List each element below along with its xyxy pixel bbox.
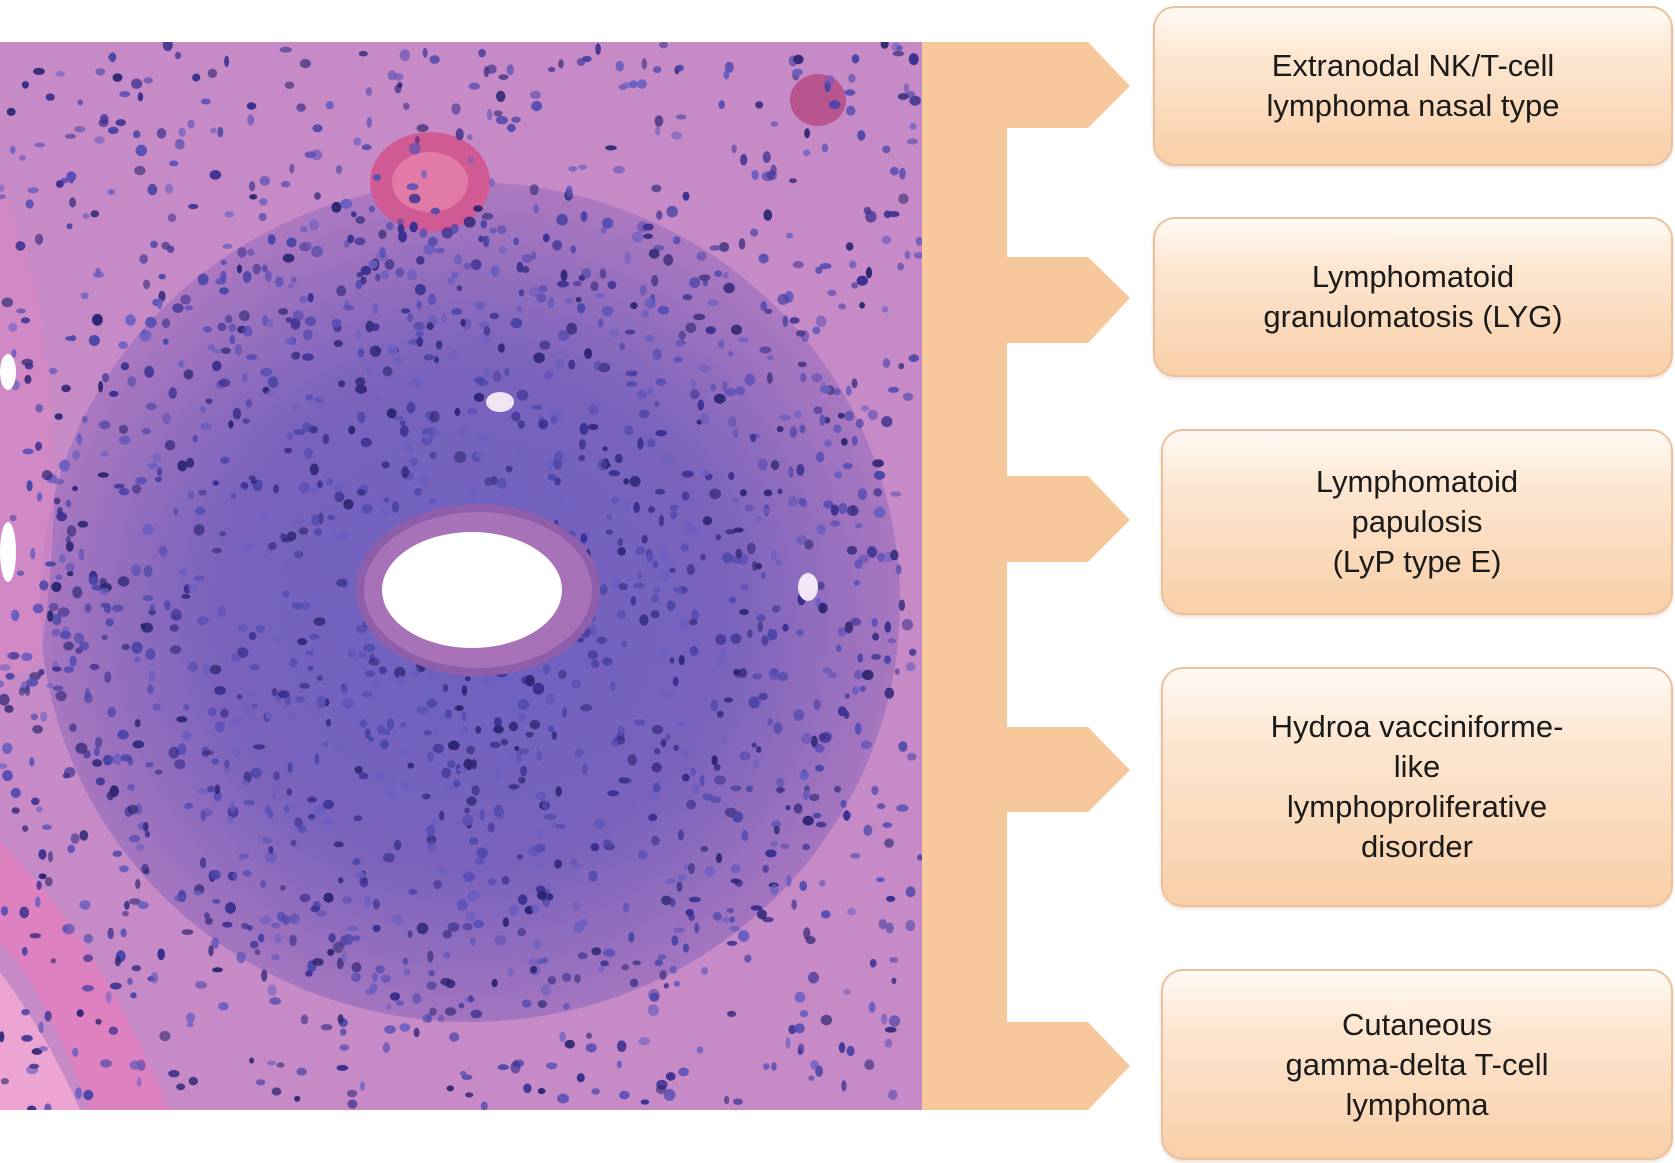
histology-micrograph [0,42,922,1110]
label-text: Lymphomatoid granulomatosis (LYG) [1263,259,1563,334]
label-text: Lymphomatoid papulosis (LyP type E) [1315,464,1519,579]
label-box-cutaneous-gamma-delta: Cutaneous gamma-delta T-cell lymphoma [1161,969,1673,1160]
bracket-arrows [922,42,1130,1110]
label-box-hydroa-vacciniforme: Hydroa vacciniforme- like lymphoprolifer… [1161,667,1673,907]
label-text: Hydroa vacciniforme- like lymphoprolifer… [1270,709,1564,864]
label-box-extranodal-nk-t-cell-lymphoma: Extranodal NK/T-cell lymphoma nasal type [1153,6,1673,166]
label-box-lymphomatoid-papulosis: Lymphomatoid papulosis (LyP type E) [1161,429,1673,615]
label-box-lymphomatoid-granulomatosis: Lymphomatoid granulomatosis (LYG) [1153,217,1673,377]
label-text: Cutaneous gamma-delta T-cell lymphoma [1285,1006,1549,1122]
label-text: Extranodal NK/T-cell lymphoma nasal type [1266,48,1560,123]
